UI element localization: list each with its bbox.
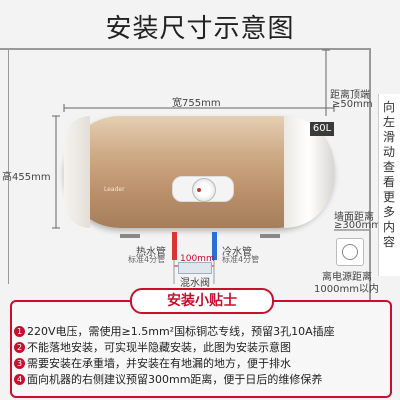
cold-pipe-sub: 标准4分管 — [222, 255, 260, 264]
knob-indicator — [197, 188, 201, 192]
top-clearance-dimension-line — [322, 49, 330, 116]
tip-text: 220V电压，需使用≥1.5mm²国标铜芯专线，预留3孔10A插座 — [27, 325, 335, 338]
hot-pipe-sub: 标准4分管 — [128, 255, 166, 264]
tip-text: 需要安装在承重墙，并安装在有地漏的地方，便于排水 — [27, 357, 291, 370]
ceiling-line — [0, 48, 370, 50]
side-clearance-value: ≥300mm — [334, 220, 381, 231]
right-bracket — [260, 234, 280, 238]
heater-left-cap — [64, 116, 90, 228]
tips-box — [10, 300, 392, 398]
pipe-connector-lines — [173, 260, 215, 284]
power-socket — [336, 238, 364, 266]
socket-distance-line2: 1000mm以内 — [314, 284, 379, 295]
width-label: 宽755mm — [172, 98, 221, 109]
right-wall-line — [369, 48, 371, 308]
slide-hint-text: 向左滑动查看更多内容 — [383, 100, 396, 249]
socket-icon — [342, 244, 358, 260]
height-dimension-line — [52, 115, 60, 229]
height-label: 高455mm — [2, 172, 51, 183]
control-panel — [172, 176, 234, 202]
hot-pipe-label: 热水管 — [136, 247, 166, 258]
socket-distance-line1: 离电源距离 — [322, 272, 372, 283]
cold-pipe-label: 冷水管 — [222, 247, 252, 258]
tip-number: 4 — [14, 374, 25, 385]
tip-number: 2 — [14, 342, 25, 353]
temperature-knob — [192, 178, 216, 202]
water-heater: 60L Leader — [64, 116, 334, 228]
cold-water-pipe — [212, 232, 217, 260]
brand-logo: Leader — [104, 186, 125, 193]
top-clearance-label: 距离顶端 — [330, 90, 370, 101]
left-wall-line — [8, 48, 9, 284]
slide-hint-sidebar[interactable]: 向左滑动查看更多内容 — [378, 94, 400, 276]
width-dimension-line — [63, 104, 335, 112]
top-clearance-value: ≥50mm — [332, 99, 373, 110]
pipe-spacing-label: 100mm — [180, 254, 215, 264]
tip-number: 1 — [14, 326, 25, 337]
hot-water-pipe — [172, 232, 177, 260]
left-bracket — [120, 234, 140, 238]
tips-heading: 安装小贴士 — [130, 288, 274, 314]
tip-text: 不能落地安装，可实现半隐藏安装，此图为安装示意图 — [27, 341, 291, 354]
side-clearance-label: 墙面距离 — [334, 212, 374, 223]
tip-number: 3 — [14, 358, 25, 369]
page-title: 安装尺寸示意图 — [105, 14, 295, 44]
valve-label: 混水阀 — [180, 278, 210, 289]
capacity-badge: 60L — [310, 122, 334, 136]
mixing-valve — [178, 262, 212, 274]
tip-text: 面向机器的右侧建议预留300mm距离，便于日后的维修保养 — [27, 373, 323, 386]
